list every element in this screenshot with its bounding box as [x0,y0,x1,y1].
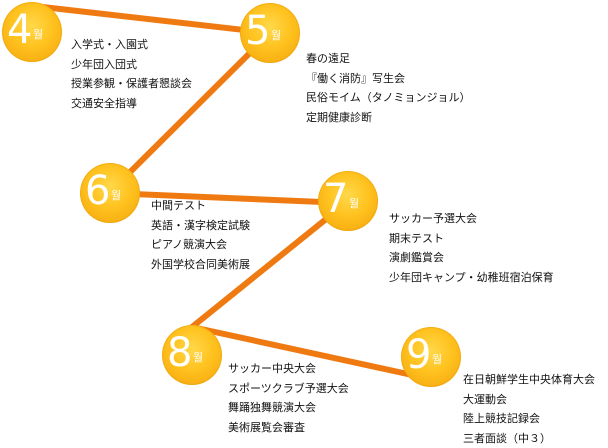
month-number: 6 [85,168,111,214]
event-item: サッカー予選大会 [389,212,477,225]
month-unit: 월 [193,351,204,364]
event-item: 演劇鑑賞会 [389,251,444,264]
month-number: 8 [167,330,193,376]
event-item: 陸上競技記録会 [463,412,540,425]
event-item: 授業参観・保護者懇談会 [71,77,192,90]
event-list-september: 在日朝鮮学生中央体育大会 大運動会 陸上競技記録会 三者面談（中３） [463,370,595,448]
month-badge-september: 9 월 [401,327,461,387]
event-item: 『働く消防』写生会 [306,71,405,85]
month-badge-june: 6 월 [80,163,140,223]
month-unit: 월 [111,189,122,202]
event-item: 春の遠足 [306,52,350,65]
event-item: 中間テスト [151,199,206,212]
month-unit: 월 [271,29,282,42]
event-item: 舞踊独舞競演大会 [228,401,316,414]
event-item: 少年団入団式 [71,57,137,71]
event-item: スポーツクラブ予選大会 [228,381,349,395]
event-list-april: 入学式・入園式 少年団入団式 授業参観・保護者懇談会 交通安全指導 [71,35,192,113]
event-item: 大運動会 [463,392,507,406]
event-item: 入学式・入園式 [71,38,148,51]
month-unit: 월 [349,197,360,210]
event-item: 在日朝鮮学生中央体育大会 [463,373,595,386]
month-number: 5 [245,8,271,54]
event-item: 交通安全指導 [71,96,137,110]
event-item: 外国学校合同美術展 [151,257,250,271]
event-item: ピアノ競演大会 [151,238,228,251]
event-list-june: 中間テスト 英語・漢字検定試験 ピアノ競演大会 外国学校合同美術展 [151,196,250,274]
event-item: 美術展覧会審査 [228,420,305,434]
month-badge-may: 5 월 [240,3,300,63]
month-unit: 월 [33,28,44,41]
event-item: 三者面談（中３） [463,431,551,445]
month-number: 9 [406,332,432,378]
month-badge-april: 4 월 [2,2,62,62]
event-item: 民俗モイム（タノミョンジョル） [306,91,471,104]
zigzag-line [33,3,427,381]
event-list-may: 春の遠足 『働く消防』写生会 民俗モイム（タノミョンジョル） 定期健康診断 [306,49,470,127]
event-list-august: サッカー中央大会 スポーツクラブ予選大会 舞踊独舞競演大会 美術展覧会審査 [228,359,349,437]
event-item: 少年団キャンプ・幼稚班宿泊保育 [389,270,554,284]
month-number: 4 [7,7,33,53]
event-item: 英語・漢字検定試験 [151,218,250,232]
month-badge-august: 8 월 [162,325,222,385]
month-badge-july: 7 월 [318,171,378,231]
month-number: 7 [323,176,349,222]
event-list-july: サッカー予選大会 期末テスト 演劇鑑賞会 少年団キャンプ・幼稚班宿泊保育 [389,209,554,287]
event-item: 期末テスト [389,231,444,245]
month-unit: 월 [432,353,443,366]
event-item: 定期健康診断 [306,110,372,124]
event-item: サッカー中央大会 [228,362,316,375]
